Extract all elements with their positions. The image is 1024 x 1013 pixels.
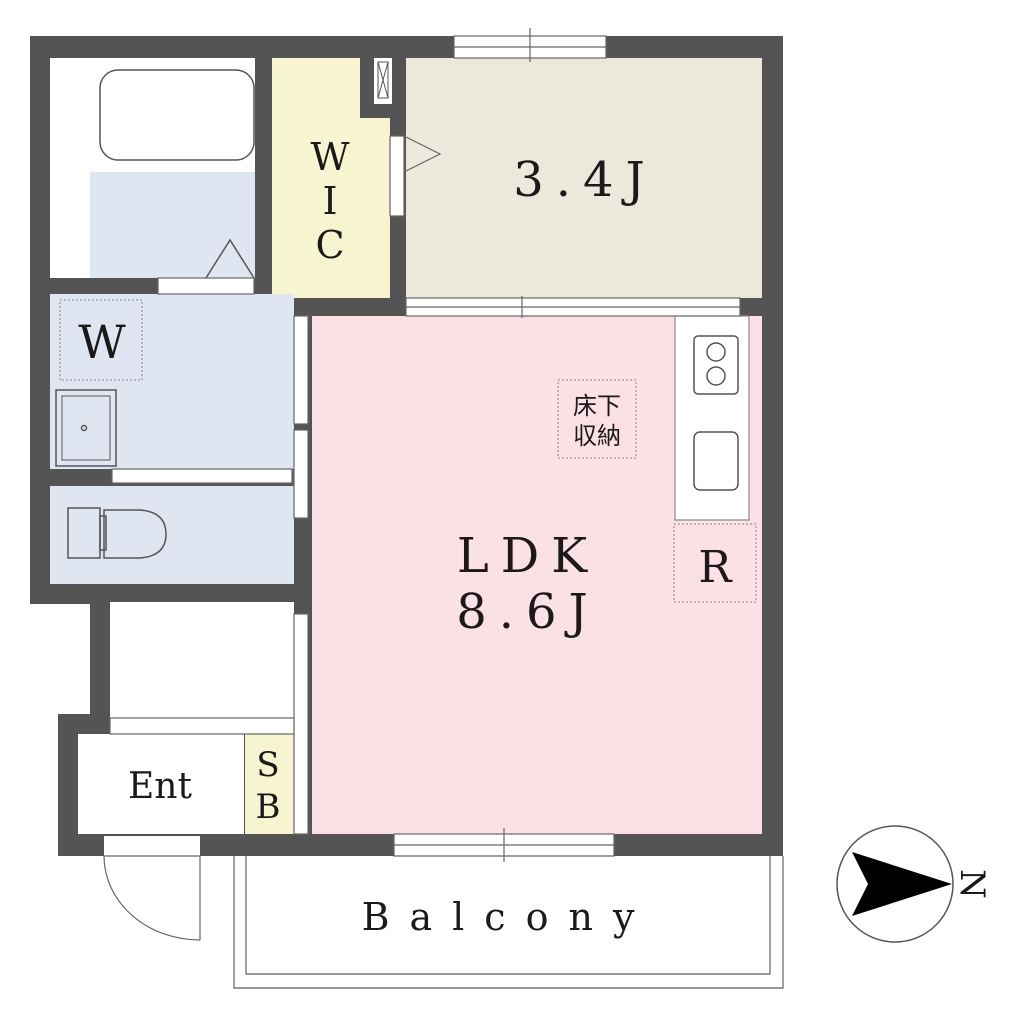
- balcony-label: Balcony: [362, 895, 655, 939]
- balcony: [233, 856, 784, 989]
- bedroom-floor: [406, 58, 762, 298]
- ldk-label: LDK: [457, 528, 599, 584]
- kitchen-sink: [693, 431, 739, 491]
- bathtub: [99, 69, 255, 161]
- toilet: [67, 507, 167, 559]
- wic-floor: [272, 58, 390, 298]
- washroom-label: W: [78, 315, 126, 369]
- fixtures: [55, 61, 739, 559]
- wic-label-w: W: [310, 135, 349, 179]
- ldk-size-label: 8.6J: [456, 584, 600, 640]
- bath-door: [157, 277, 255, 295]
- underfloor-storage-label-2: 収納: [573, 422, 621, 450]
- entrance-label: Ent: [128, 766, 192, 807]
- hallway-floor: [110, 602, 294, 718]
- wash-basin: [55, 389, 117, 467]
- washer-space: [59, 299, 143, 381]
- bathroom-floor: [90, 172, 255, 278]
- room-labels: W I C 3.4J LDK 8.6J W 床下 収納 R Ent S B Ba…: [78, 135, 733, 939]
- ldk-west-door-hall: [293, 613, 309, 835]
- compass-north-label: N: [952, 869, 992, 899]
- compass: N: [836, 825, 992, 943]
- underfloor-storage-marker: [557, 379, 637, 459]
- bedroom-door-frame: [389, 135, 405, 217]
- shoe-box-floor: [245, 734, 294, 834]
- entrance-floor: [78, 734, 244, 834]
- ldk-west-door-upper: [293, 315, 309, 425]
- washroom-toilet-slider: [111, 468, 293, 484]
- ldk-west-door-lower: [293, 429, 309, 519]
- shoe-box-label-s: S: [256, 745, 279, 785]
- wic-label-c: C: [315, 223, 344, 267]
- compass-arrow-icon: [852, 852, 952, 916]
- hall-entrance-divider: [109, 717, 295, 735]
- wic-label-i: I: [322, 179, 337, 223]
- bedroom-size-label: 3.4J: [513, 152, 657, 208]
- refrigerator-label: R: [698, 542, 733, 593]
- toilet-floor: [50, 486, 294, 584]
- washroom-floor: [50, 294, 294, 469]
- openings: [103, 28, 741, 941]
- shoe-box-label-b: B: [256, 787, 281, 827]
- underfloor-storage-label-1: 床下: [573, 392, 621, 420]
- entrance-door-swing: [103, 855, 201, 941]
- kitchen-counter: [674, 315, 750, 521]
- dotted-markers: [59, 299, 757, 603]
- bath-door-arrow: [205, 238, 255, 279]
- stove: [693, 335, 739, 395]
- refrigerator-space: [673, 523, 757, 603]
- nook-hatch: [377, 61, 389, 99]
